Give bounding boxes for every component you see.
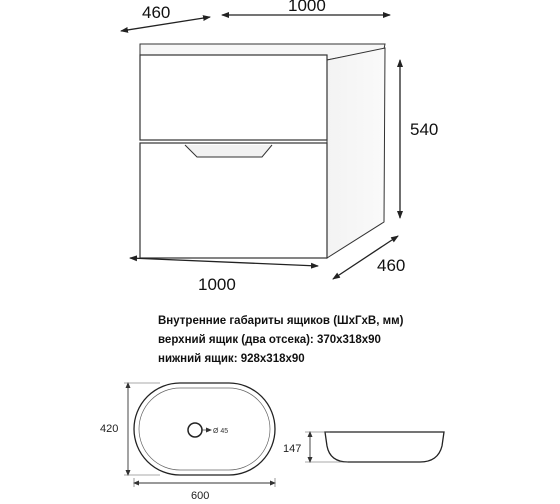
drain-icon [187,422,203,438]
top-depth-label: 460 [142,3,170,22]
specs-bottom-drawer: нижний ящик: 928х318х90 [158,353,305,365]
bottom-drawer-front [139,142,328,259]
drain-diameter-label: Ø 45 [213,428,228,435]
bottom-depth-dim-line [332,235,399,280]
bottom-depth-label: 460 [377,256,405,275]
basin-side-profile [324,431,445,463]
cabinet [139,43,386,259]
drawer-specs: Внутренние габариты ящиков (ШхГхВ, мм) в… [158,312,458,369]
basin-dimensions: 420 600 [100,382,276,502]
drawer-handle [184,144,273,158]
height-label: 540 [410,120,438,139]
bottom-width-dim-line [129,255,319,269]
cabinet-side [326,47,386,259]
top-drawer-front [139,54,328,141]
basin-inner-bowl [138,387,271,471]
basin-width-label: 600 [191,490,209,502]
basin-side-view: 147 [283,431,445,463]
basin-height-label: 147 [283,443,301,455]
top-width-label: 1000 [288,0,326,15]
specs-heading: Внутренние габариты ящиков (ШхГхВ, мм) [158,315,404,327]
top-depth-dim-line [120,15,211,33]
basin-depth-label: 420 [100,423,118,435]
cabinet-dimensions: 460 1000 540 1000 460 [120,0,438,294]
basin-top-view: Ø 45 [133,382,276,476]
basin-outer-rim [133,382,276,476]
specs-top-drawer: верхний ящик (два отсека): 370х318х90 [158,334,381,346]
bottom-width-label: 1000 [198,275,236,294]
